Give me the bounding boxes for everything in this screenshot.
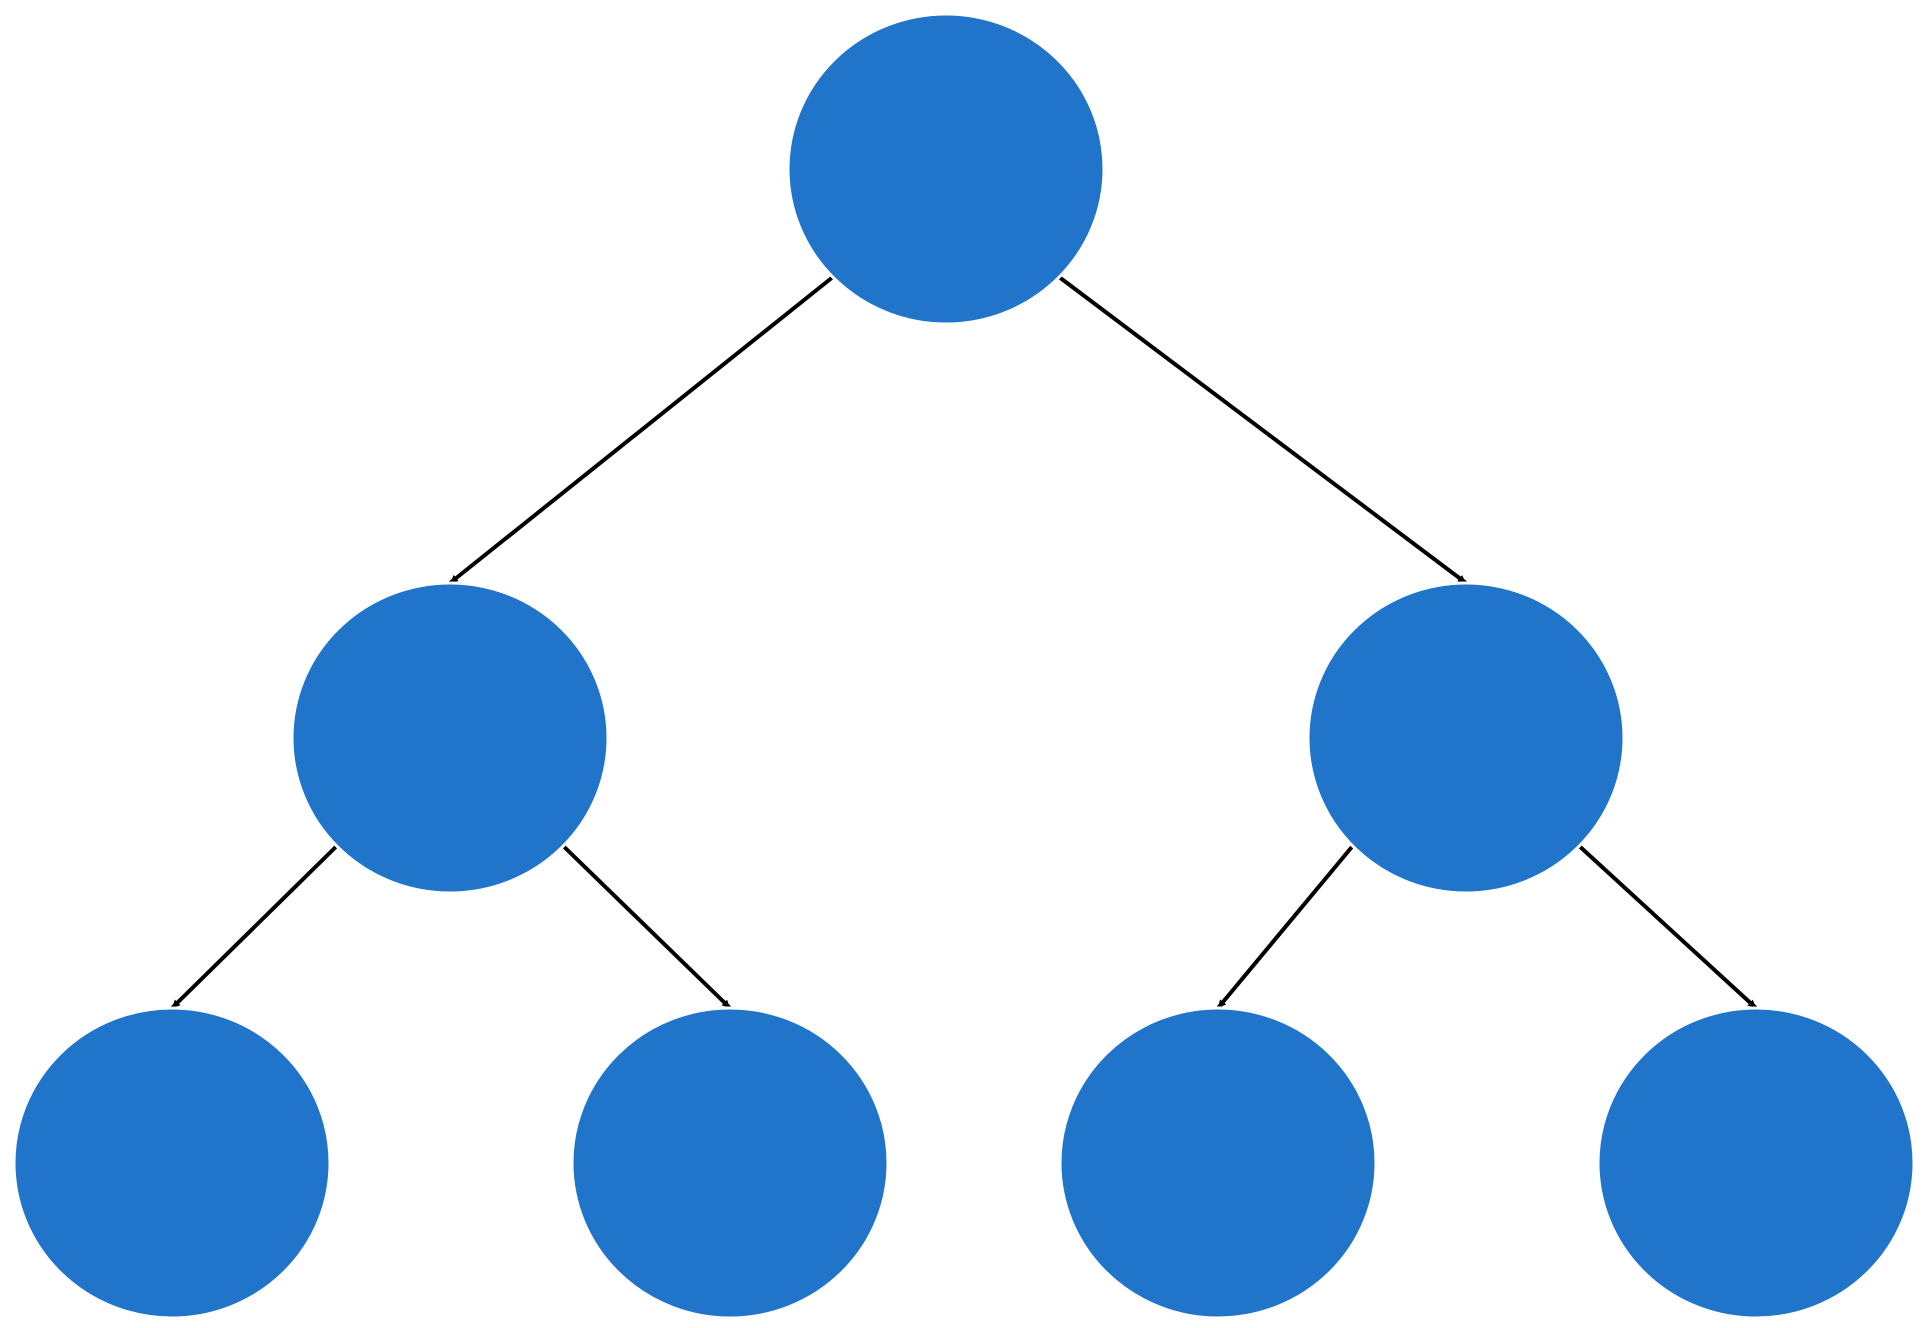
edge-root-to-right-child bbox=[1058, 275, 1468, 585]
node-root bbox=[786, 12, 1106, 326]
nodes-layer bbox=[12, 12, 1916, 1320]
node-right-left-leaf bbox=[1058, 1006, 1378, 1320]
node-right-child bbox=[1306, 581, 1626, 895]
edge-root-to-left-child bbox=[448, 275, 834, 585]
edge-right-child-to-right-left-leaf bbox=[1216, 845, 1354, 1010]
node-right-right-leaf bbox=[1596, 1006, 1916, 1320]
edges-layer bbox=[170, 275, 1758, 1010]
edge-left-child-to-left-left-leaf bbox=[170, 845, 338, 1010]
node-left-right-leaf bbox=[570, 1006, 890, 1320]
node-left-left-leaf bbox=[12, 1006, 332, 1320]
node-left-child bbox=[290, 581, 610, 895]
edge-left-child-to-left-right-leaf bbox=[562, 845, 732, 1010]
edge-right-child-to-right-right-leaf bbox=[1578, 845, 1758, 1010]
